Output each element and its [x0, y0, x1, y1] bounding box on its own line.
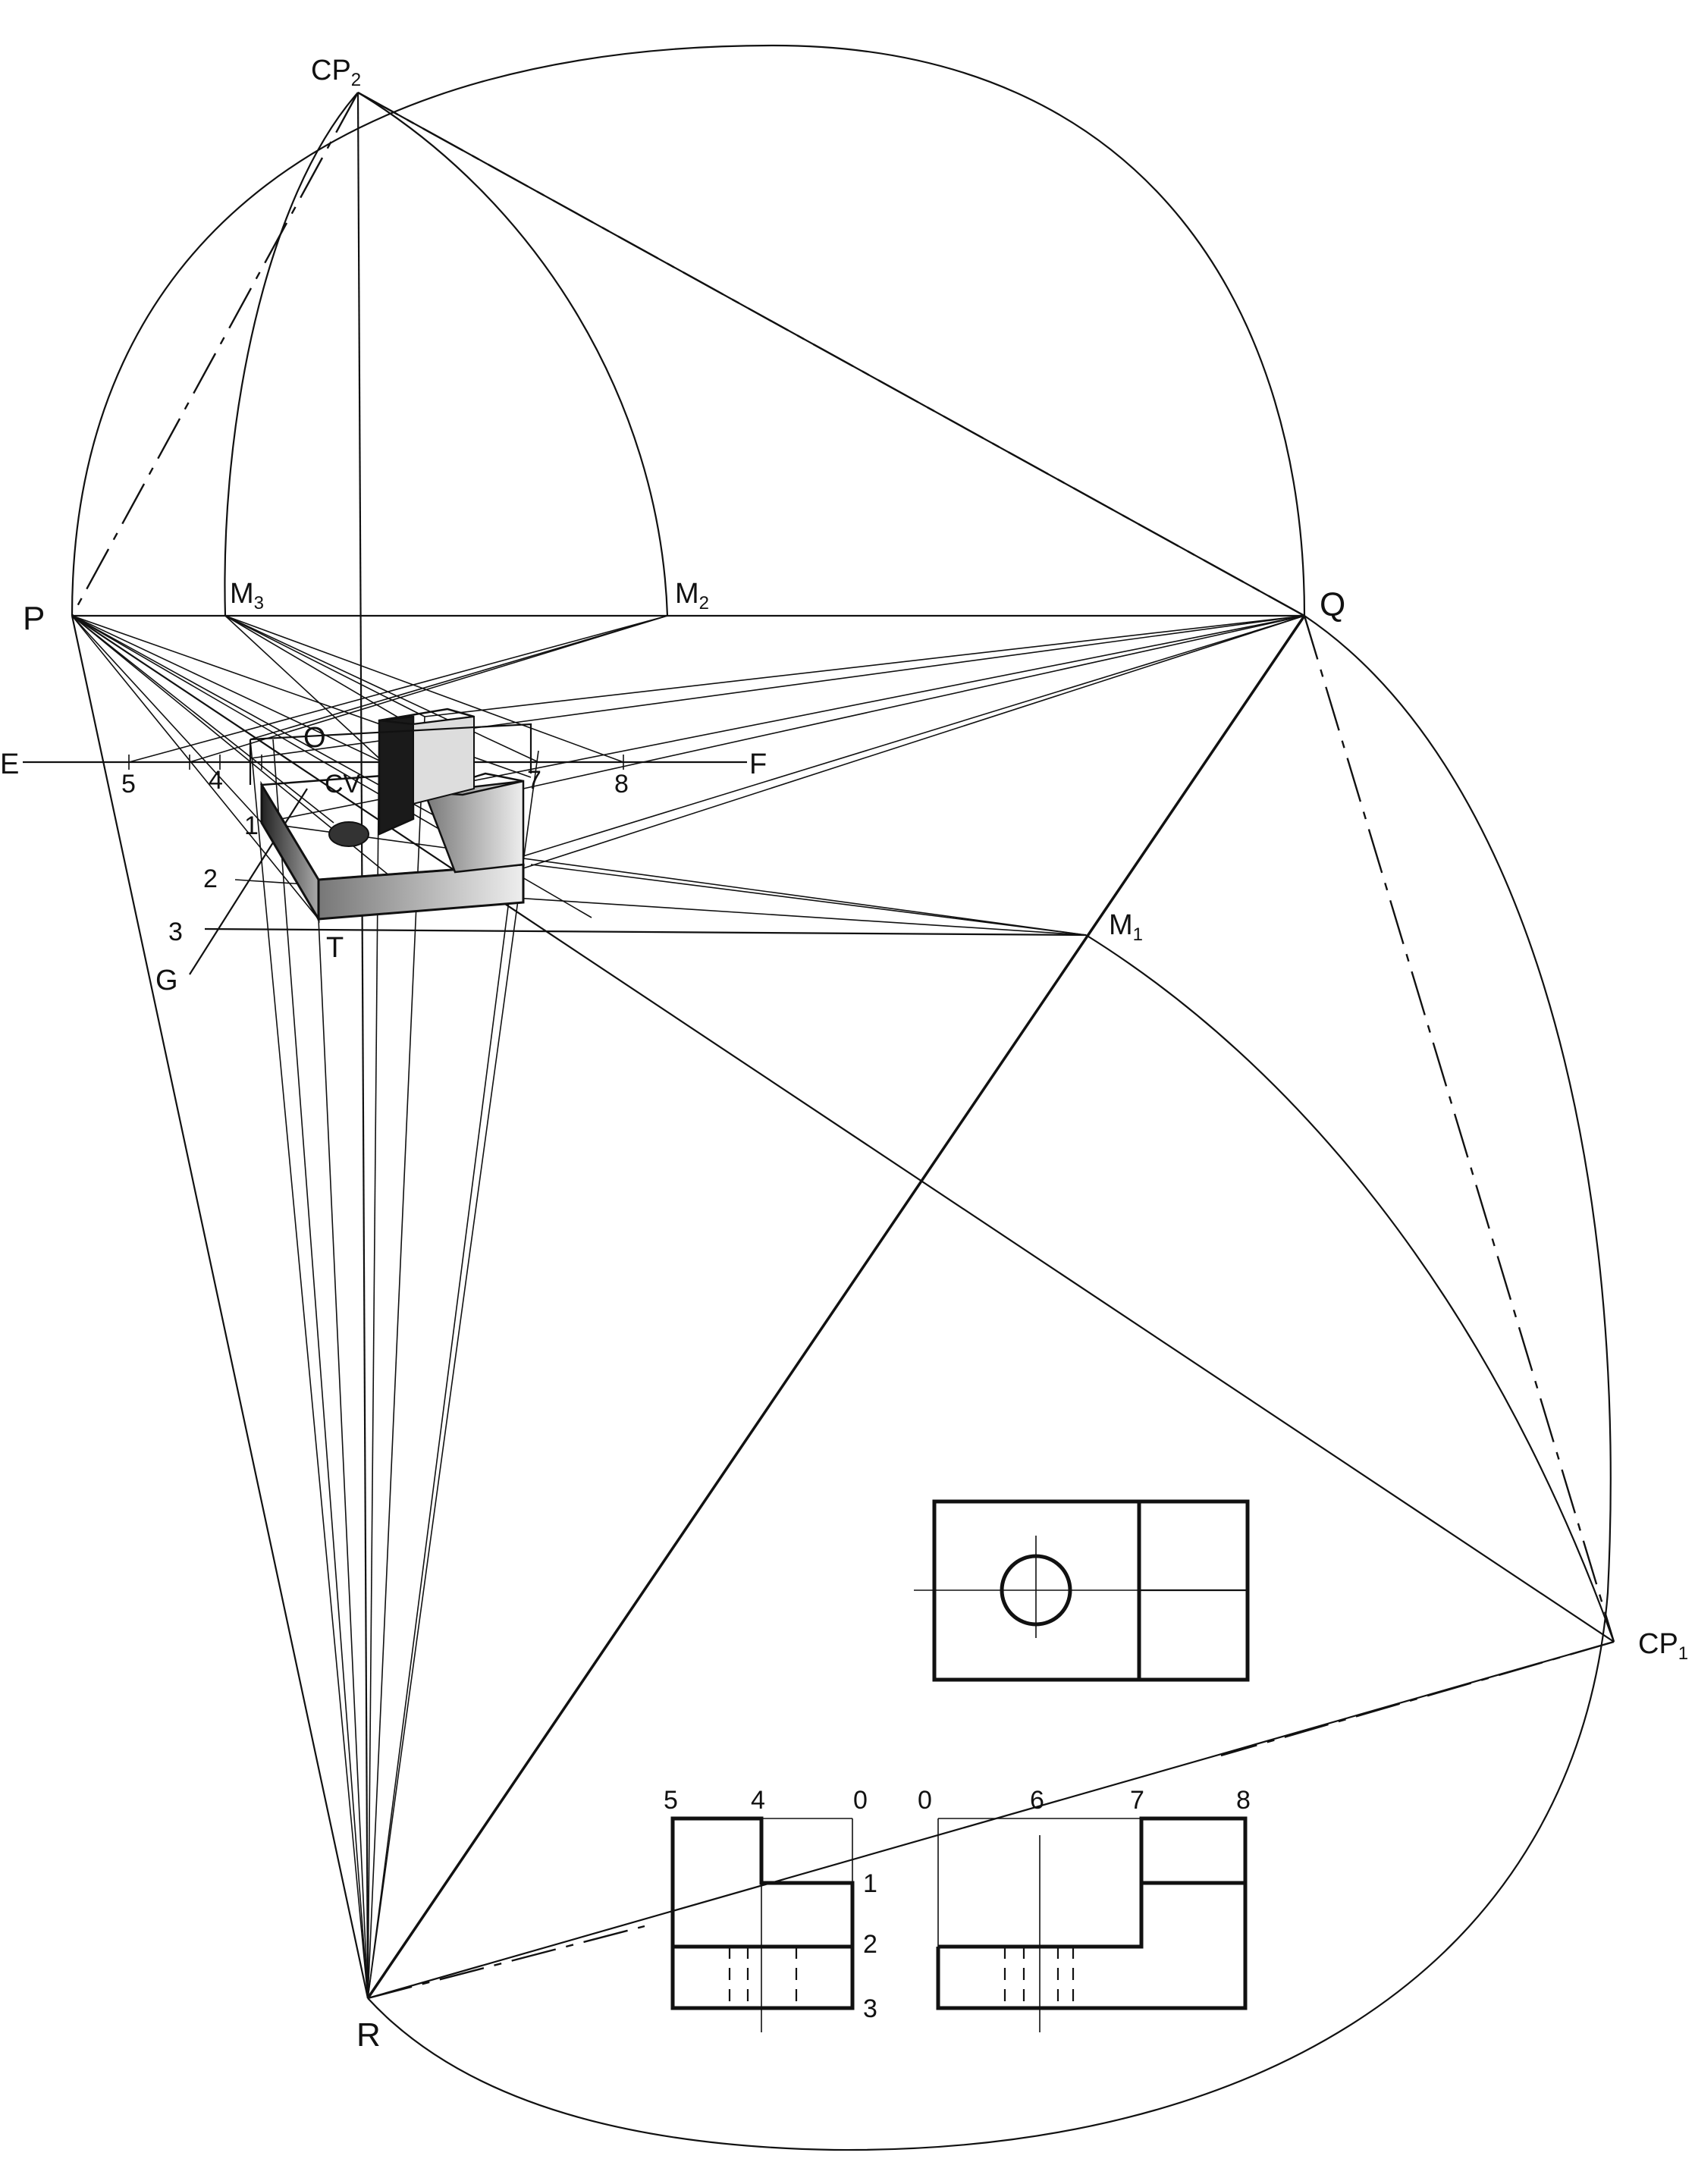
object-step-front — [423, 780, 525, 874]
line-cp2-r — [356, 92, 369, 1999]
line-q-r — [366, 615, 1306, 1999]
ef-tick-5: 5 — [121, 770, 136, 799]
label-cp1: CP1 — [1638, 1628, 1688, 1664]
circle-upper — [71, 44, 1306, 617]
arc-cp2-m2 — [357, 92, 669, 617]
ef-tick-4: 4 — [209, 766, 223, 795]
plan-view — [914, 1499, 1250, 1682]
label-f: F — [749, 748, 767, 780]
plan-hole — [1000, 1554, 1072, 1627]
label-cv: CV — [325, 770, 361, 799]
g-tick-1: 1 — [244, 811, 259, 840]
ef-scale: 5 4 7 8 — [121, 755, 629, 799]
dash-cp2-p — [71, 92, 359, 617]
perspective-object — [249, 708, 532, 924]
line-r-cp1 — [367, 1640, 1615, 2000]
g-tick-2: 2 — [203, 864, 218, 893]
label-cp2: CP2 — [311, 55, 361, 90]
right-view-8: 8 — [1236, 1786, 1251, 1815]
dash-cp1-view — [1220, 1640, 1615, 1757]
side-view-1: 1 — [863, 1869, 877, 1898]
g-tick-3: 3 — [168, 918, 183, 946]
object-left-face — [260, 780, 320, 924]
object-tall-side — [413, 715, 475, 805]
arc-m1-cp1 — [1085, 934, 1615, 1643]
line-p-r — [71, 615, 369, 1999]
label-p: P — [23, 600, 45, 637]
view-numbers: 5 4 0 0 6 7 8 1 2 3 — [664, 1786, 1251, 2023]
label-g: G — [155, 965, 178, 996]
dash-q-cp1 — [1303, 615, 1615, 1643]
circle-lower — [367, 615, 1612, 2151]
g-scale: 1 2 3 — [168, 811, 259, 946]
dash-r-view — [367, 1925, 645, 2000]
side-view-left — [670, 1816, 855, 2032]
line-g — [189, 788, 308, 975]
label-m3: M3 — [230, 578, 264, 613]
label-m1: M1 — [1109, 909, 1143, 945]
label-o: O — [303, 722, 326, 754]
arc-cp2-m3 — [224, 92, 359, 617]
right-view-6: 6 — [1030, 1786, 1044, 1815]
dash-cp2-q — [357, 91, 1305, 617]
left-view-0: 0 — [853, 1786, 868, 1815]
side-view-right — [936, 1816, 1248, 2032]
label-t: T — [326, 932, 344, 964]
side-view-3: 3 — [863, 1994, 877, 2023]
label-e: E — [0, 748, 19, 780]
object-hole — [328, 821, 369, 847]
left-view-5: 5 — [664, 1786, 678, 1815]
right-view-7: 7 — [1130, 1786, 1144, 1815]
line-p-cp1 — [71, 615, 1615, 1643]
label-r: R — [356, 2016, 381, 2054]
line-m1-t — [204, 927, 1087, 937]
left-view-4: 4 — [751, 1786, 765, 1815]
ef-tick-8: 8 — [614, 770, 629, 799]
construction-lines — [23, 91, 1615, 2000]
ef-tick-7: 7 — [527, 766, 541, 795]
labels: CP2 P Q M3 M2 E F O CV G T M1 CP1 R — [0, 55, 1688, 2054]
label-m2: M2 — [675, 578, 709, 613]
side-view-2: 2 — [863, 1930, 877, 1959]
object-tall-dark — [378, 715, 415, 836]
construction-circles — [71, 44, 1615, 2151]
right-view-0: 0 — [918, 1786, 932, 1815]
label-q: Q — [1320, 586, 1345, 623]
